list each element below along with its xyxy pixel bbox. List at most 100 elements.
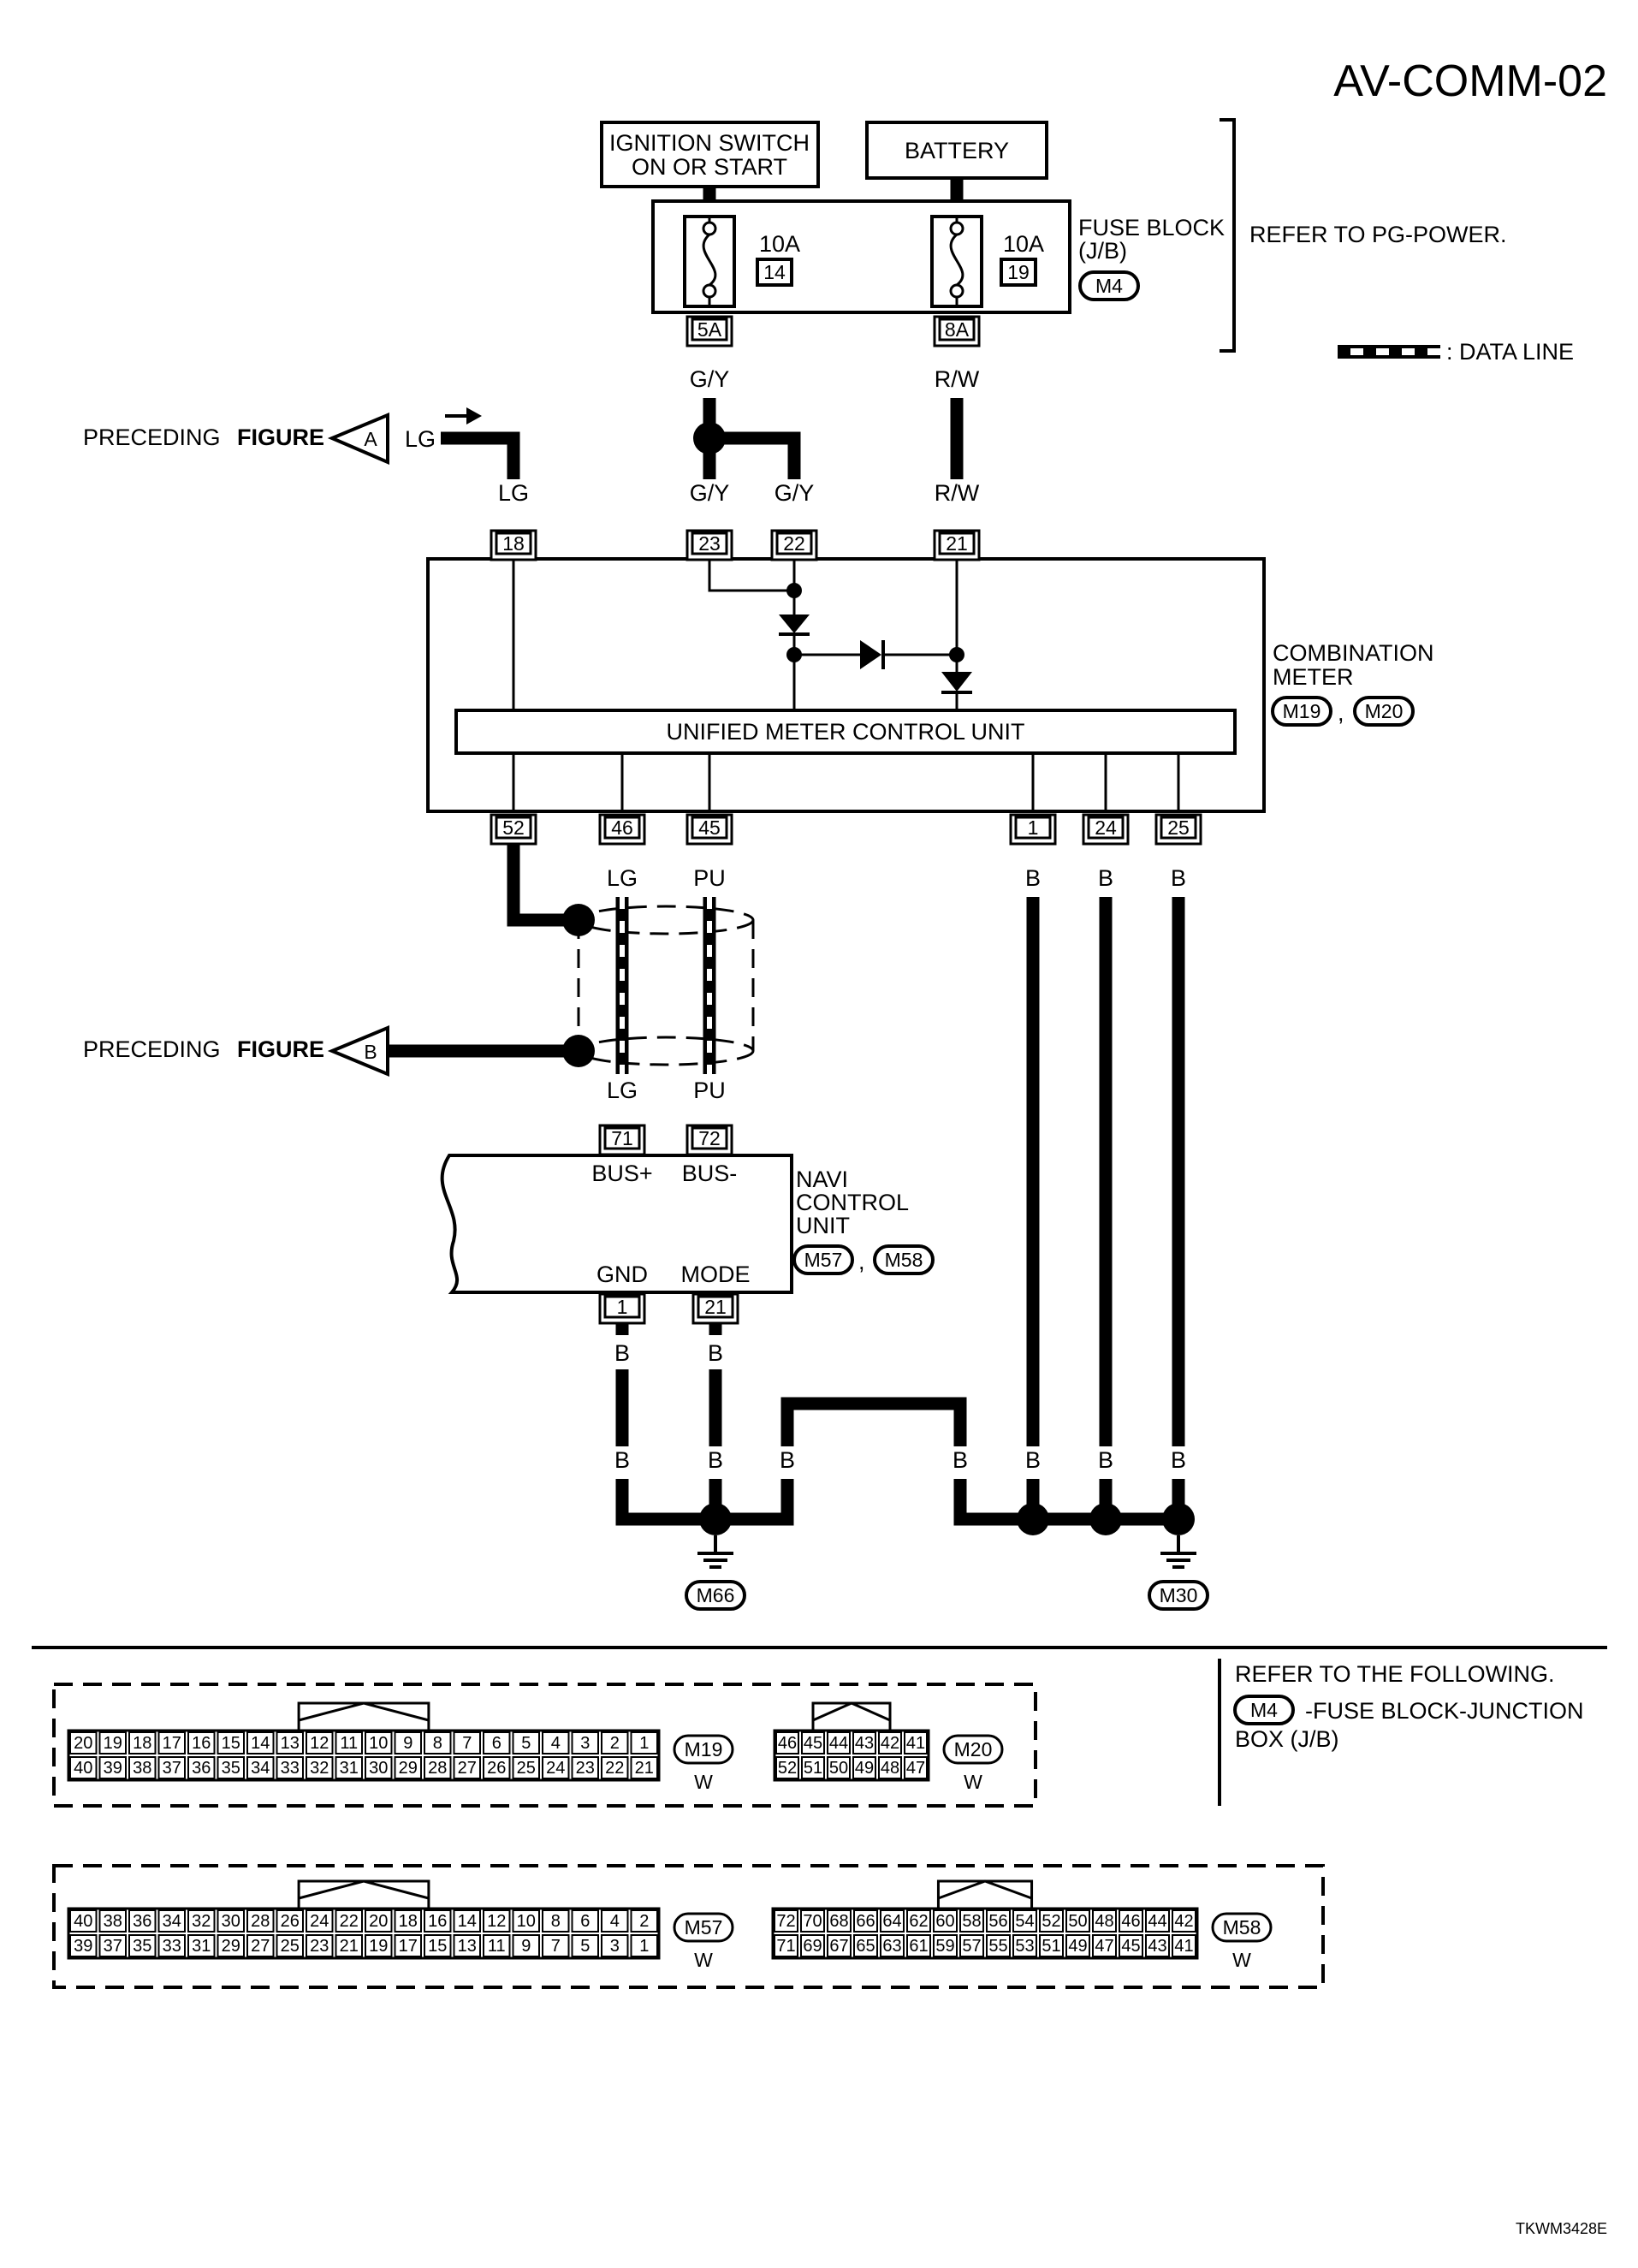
cavity-m58-57: 57	[962, 1937, 981, 1956]
meter-pin-22: 22	[770, 529, 818, 561]
cavity-m20-41: 41	[906, 1734, 925, 1753]
cavity-m20-50: 50	[829, 1759, 848, 1778]
cavity-m19-10: 10	[369, 1734, 388, 1753]
cavity-m19-19: 19	[104, 1734, 122, 1753]
cavity-m19-15: 15	[222, 1734, 240, 1753]
cavity-m58-54: 54	[1015, 1912, 1034, 1931]
cavity-m19-23: 23	[576, 1759, 595, 1778]
cavity-m19-35: 35	[222, 1759, 240, 1778]
cavity-m58-49: 49	[1068, 1937, 1087, 1956]
fuse-block-connector-tag	[1078, 270, 1140, 301]
meter-connector-sep: ,	[1338, 700, 1344, 726]
refer-following-text2: BOX (J/B)	[1235, 1726, 1339, 1752]
cavity-m19-24: 24	[546, 1759, 565, 1778]
cavity-m19-4: 4	[551, 1734, 561, 1753]
navi-pin-bus-plus-label: 71	[611, 1127, 633, 1149]
cavity-m57-17: 17	[399, 1937, 418, 1956]
refer-power-text: REFER TO PG-POWER.	[1249, 222, 1507, 247]
cavity-m57-27: 27	[251, 1937, 270, 1956]
cavity-m19-7: 7	[462, 1734, 472, 1753]
ignition-label-line2: ON OR START	[632, 154, 787, 180]
preceding-a-letter: A	[364, 428, 377, 450]
wire-color-gy-22: G/Y	[774, 480, 815, 506]
meter-pin-45-label: 45	[698, 816, 721, 839]
wire-color-b-lower-1: B	[614, 1447, 630, 1473]
cavity-m20-46: 46	[778, 1734, 797, 1753]
navi-pin-bus-minus: 72	[685, 1124, 733, 1156]
navi-pin-mode: 21	[691, 1292, 739, 1325]
cavity-m57-23: 23	[310, 1937, 329, 1956]
cavity-m58-44: 44	[1148, 1912, 1166, 1931]
cavity-m19-30: 30	[369, 1759, 388, 1778]
cavity-m57-40: 40	[74, 1912, 92, 1931]
cavity-m58-46: 46	[1121, 1912, 1140, 1931]
meter-pin-23-label: 23	[698, 532, 721, 555]
cavity-m19-21: 21	[635, 1759, 654, 1778]
meter-pin-23: 23	[685, 529, 733, 561]
navi-connector-m57: M57	[804, 1249, 843, 1271]
cavity-m57-32: 32	[192, 1912, 211, 1931]
cavity-m58-63: 63	[882, 1937, 901, 1956]
cavity-m58-71: 71	[776, 1937, 795, 1956]
wire-color-b-lower-6: B	[1098, 1447, 1113, 1473]
cavity-m58-47: 47	[1095, 1937, 1113, 1956]
fuse-14-amp: 10A	[759, 231, 800, 257]
cavity-m19-28: 28	[428, 1759, 447, 1778]
cavity-m58-48: 48	[1095, 1912, 1113, 1931]
cavity-m58-55: 55	[988, 1937, 1007, 1956]
preceding-a-figure: FIGURE	[237, 425, 324, 450]
cavity-m20-45: 45	[804, 1734, 822, 1753]
connector-arrow-b	[327, 1025, 389, 1077]
navi-bus-plus-label: BUS+	[591, 1161, 652, 1186]
cavity-m19-25: 25	[517, 1759, 536, 1778]
terminal-fuse-right	[933, 315, 981, 347]
meter-pin-21-label: 21	[946, 532, 968, 555]
wire-color-gy-23: G/Y	[690, 480, 730, 506]
wire-color-lg-71: LG	[607, 1078, 638, 1103]
cavity-m19-32: 32	[310, 1759, 329, 1778]
cavity-m57-20: 20	[369, 1912, 388, 1931]
meter-pin-25-label: 25	[1167, 816, 1190, 839]
wire-color-b-lower-2: B	[708, 1447, 723, 1473]
navi-name-line1: NAVI	[796, 1167, 848, 1192]
meter-pin-46: 46	[598, 813, 646, 846]
navi-control-unit	[440, 1154, 793, 1294]
cavity-m19-39: 39	[104, 1759, 122, 1778]
terminal-fuse-left	[685, 315, 733, 347]
cavity-m58-66: 66	[856, 1912, 875, 1931]
cavity-m19-16: 16	[192, 1734, 211, 1753]
wire-color-b-lower-7: B	[1171, 1447, 1186, 1473]
terminal-5a-left: 5A	[697, 318, 722, 341]
ground-m66: M66	[697, 1584, 735, 1606]
connector-color-m20: W	[964, 1771, 982, 1793]
cavity-m57-12: 12	[487, 1912, 506, 1931]
data-line-legend-text: : DATA LINE	[1446, 339, 1574, 365]
refer-following-heading: REFER TO THE FOLLOWING.	[1235, 1661, 1555, 1687]
connector-color-m19: W	[694, 1771, 713, 1793]
wire-color-b-24: B	[1098, 865, 1113, 891]
cavity-m19-18: 18	[133, 1734, 151, 1753]
terminal-5a: 8A	[945, 318, 970, 341]
ground-symbol-m30	[1160, 1535, 1196, 1569]
cavity-m19-11: 11	[340, 1734, 358, 1753]
navi-name-line2: CONTROL	[796, 1190, 909, 1215]
meter-connector-m19: M19	[1283, 700, 1321, 722]
cavity-m19-33: 33	[281, 1759, 300, 1778]
cavity-m57-7: 7	[551, 1937, 561, 1956]
cavity-m57-26: 26	[281, 1912, 300, 1931]
cavity-m19-36: 36	[192, 1759, 211, 1778]
navi-pin-bus-plus: 71	[598, 1124, 646, 1156]
meter-pin-22-label: 22	[783, 532, 805, 555]
cavity-m57-19: 19	[369, 1937, 388, 1956]
meter-pin-18: 18	[490, 529, 537, 561]
cavity-m58-62: 62	[909, 1912, 928, 1931]
meter-pin-25: 25	[1154, 813, 1202, 846]
cavity-m58-65: 65	[856, 1937, 875, 1956]
cavity-m58-72: 72	[776, 1912, 795, 1931]
combination-meter	[426, 557, 1266, 813]
fuse-19-number: 19	[1007, 261, 1030, 283]
meter-pin-24: 24	[1082, 813, 1130, 846]
cavity-m57-29: 29	[222, 1937, 240, 1956]
